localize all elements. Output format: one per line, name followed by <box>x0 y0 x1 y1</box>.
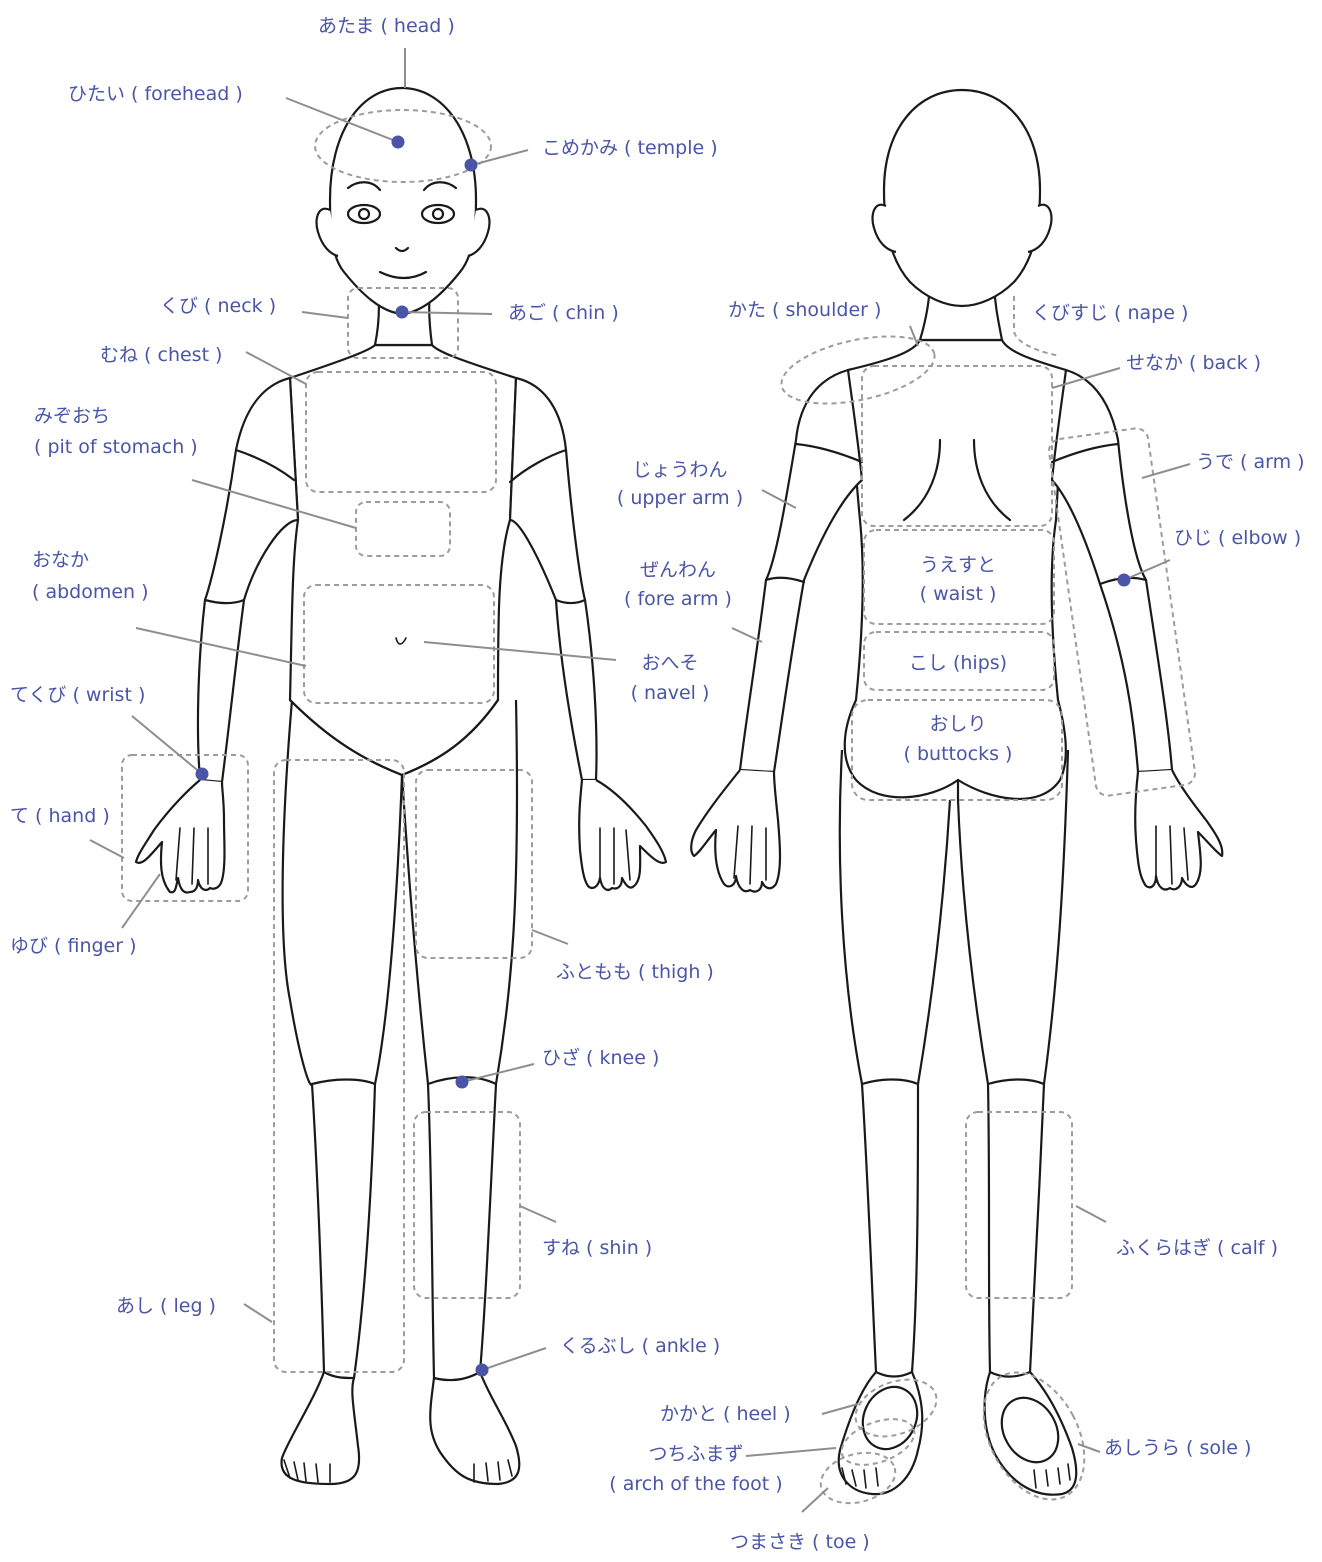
label-pit-of-stomach-en: ( pit of stomach ) <box>34 435 198 459</box>
label-toe: つまさき ( toe ) <box>730 1530 870 1554</box>
label-buttocks-en: ( buttocks ) <box>874 742 1042 766</box>
label-chin: あご ( chin ) <box>508 301 619 325</box>
label-thigh: ふともも ( thigh ) <box>556 960 714 984</box>
label-hips: こし (hips) <box>880 651 1036 675</box>
label-head: あたま ( head ) <box>318 14 455 38</box>
back-right-leg <box>839 750 950 1494</box>
label-upper-arm-jp: じょうわん <box>598 458 762 482</box>
dot-temple <box>465 159 478 172</box>
label-finger: ゆび ( finger ) <box>10 934 137 958</box>
label-waist-jp: うえすと <box>880 553 1036 577</box>
front-right-leg <box>282 700 402 1484</box>
label-sole: あしうら ( sole ) <box>1104 1436 1251 1460</box>
label-arch-jp: つちふまず <box>596 1442 796 1466</box>
label-wrist: てくび ( wrist ) <box>10 683 145 707</box>
label-navel-jp: おへそ <box>622 651 718 675</box>
label-hand: て ( hand ) <box>10 804 110 828</box>
back-left-hand <box>1135 770 1222 890</box>
label-arm: うで ( arm ) <box>1196 450 1305 474</box>
dot-ankle <box>476 1364 489 1377</box>
label-ankle: くるぶし ( ankle ) <box>560 1334 720 1358</box>
label-chest: むね ( chest ) <box>100 343 222 367</box>
label-upper-arm-en: ( upper arm ) <box>598 486 762 510</box>
front-right-hand <box>136 780 225 892</box>
front-left-leg <box>402 700 519 1484</box>
label-forearm-jp: ぜんわん <box>610 558 746 582</box>
label-neck: くび ( neck ) <box>160 294 276 318</box>
back-right-arm <box>740 370 862 772</box>
front-left-arm <box>510 378 597 780</box>
dot-forehead <box>392 136 405 149</box>
front-left-hand <box>579 780 666 890</box>
label-shoulder: かた ( shoulder ) <box>728 298 881 322</box>
label-pit-of-stomach-jp: みぞおち <box>34 404 110 428</box>
label-abdomen-jp: おなか <box>32 548 89 572</box>
label-arch-en: ( arch of the foot ) <box>596 1472 796 1496</box>
label-elbow: ひじ ( elbow ) <box>1174 526 1301 550</box>
label-forehead: ひたい ( forehead ) <box>68 82 243 106</box>
front-head <box>330 88 476 314</box>
dot-elbow <box>1118 574 1131 587</box>
label-navel-en: ( navel ) <box>622 681 718 705</box>
label-buttocks-jp: おしり <box>874 712 1042 736</box>
front-right-arm <box>198 378 298 782</box>
back-left-leg <box>958 750 1076 1495</box>
label-knee: ひざ ( knee ) <box>542 1046 659 1070</box>
front-torso <box>290 345 516 775</box>
label-temple: こめかみ ( temple ) <box>542 136 718 160</box>
label-waist-en: ( waist ) <box>880 582 1036 606</box>
label-heel: かかと ( heel ) <box>660 1402 791 1426</box>
dot-wrist <box>196 768 209 781</box>
label-back: せなか ( back ) <box>1126 351 1261 375</box>
dot-chin <box>396 306 409 319</box>
back-left-arm <box>1052 370 1172 772</box>
label-calf: ふくらはぎ ( calf ) <box>1116 1236 1278 1260</box>
back-head <box>884 90 1040 306</box>
label-nape: くびすじ ( nape ) <box>1032 301 1188 325</box>
label-leg: あし ( leg ) <box>116 1294 216 1318</box>
dot-knee <box>456 1076 469 1089</box>
label-shin: すね ( shin ) <box>542 1236 652 1260</box>
label-abdomen-en: ( abdomen ) <box>32 580 149 604</box>
label-forearm-en: ( fore arm ) <box>610 587 746 611</box>
